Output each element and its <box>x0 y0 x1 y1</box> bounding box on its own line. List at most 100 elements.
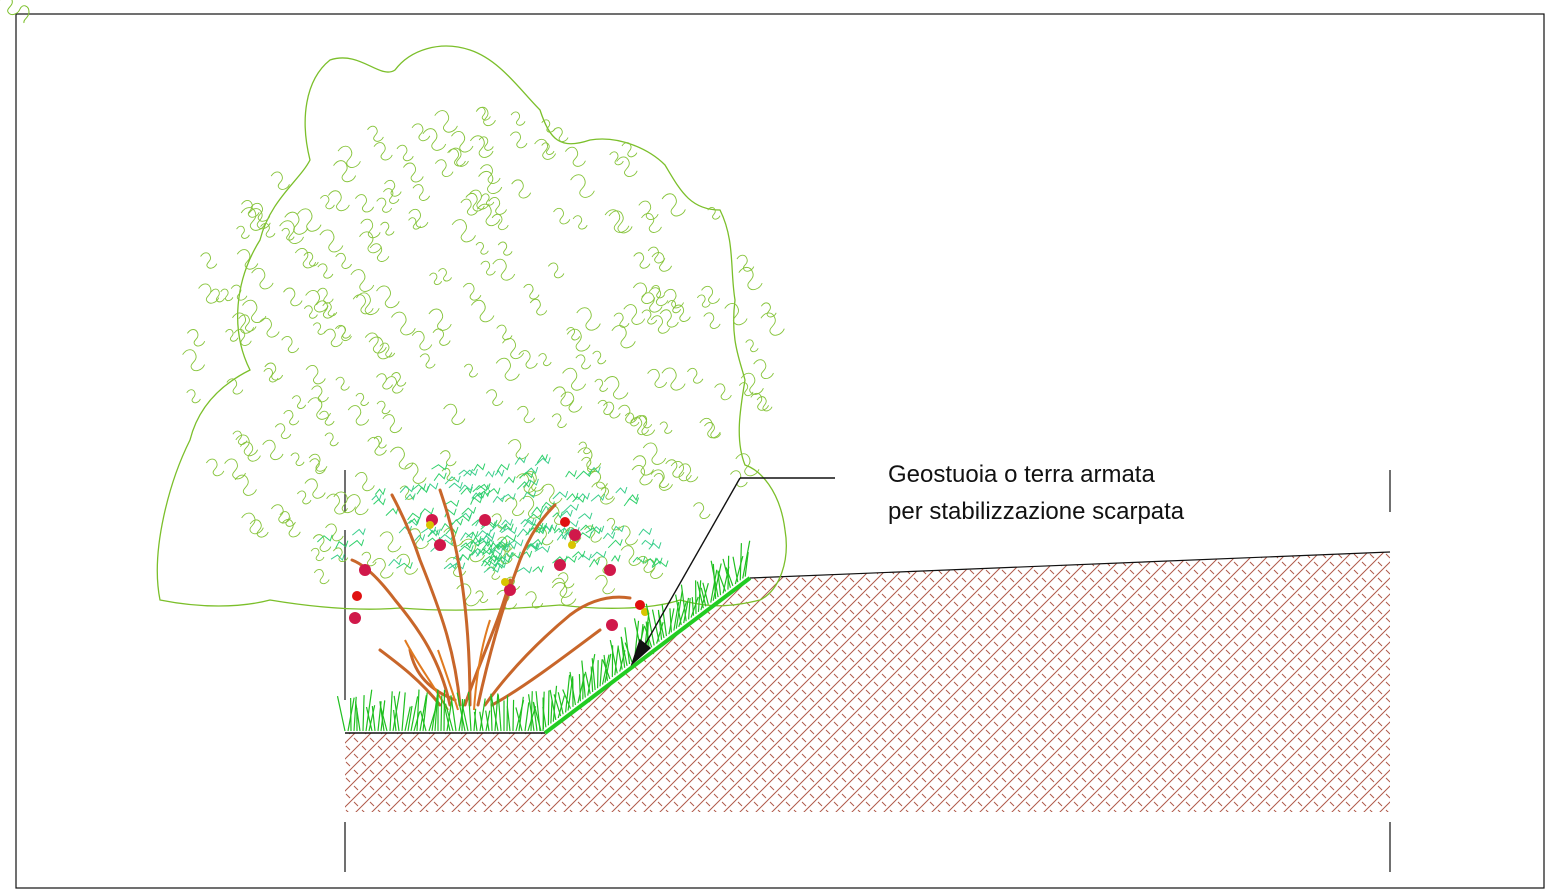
shrub-leaf <box>443 499 460 507</box>
canopy-squiggle <box>753 359 774 380</box>
grass-blade <box>410 696 419 732</box>
canopy-squiggle <box>463 363 479 378</box>
shrub-leaf <box>602 532 616 540</box>
canopy-squiggle <box>641 212 662 233</box>
shrub-leaf <box>448 482 463 490</box>
canopy-squiggle <box>325 523 344 542</box>
canopy-squiggle <box>504 497 525 516</box>
canopy-squiggle <box>502 338 525 360</box>
canopy-squiggle <box>200 252 218 269</box>
canopy-squiggle <box>696 294 711 308</box>
grass-blade <box>680 584 687 622</box>
section-cut-lines <box>344 470 1391 872</box>
tree-canopy-icon <box>0 0 787 611</box>
grass-blade <box>490 696 499 732</box>
shrub-leaf <box>585 527 602 535</box>
shrub-leaf <box>335 540 349 549</box>
canopy-squiggle <box>319 229 344 253</box>
grass-blade <box>542 706 547 728</box>
shrub-leaf <box>460 541 473 549</box>
shrub-leaf <box>571 550 586 558</box>
grass-blade <box>379 701 385 732</box>
canopy-squiggle <box>236 249 259 270</box>
grass-blade <box>620 636 628 667</box>
canopy-squiggle <box>650 315 671 334</box>
canopy-squiggle <box>399 485 415 500</box>
canopy-squiggle <box>389 446 414 470</box>
canopy-squiggle <box>305 364 326 385</box>
fruit-yellow <box>501 578 509 586</box>
shrub-leaf <box>492 561 505 572</box>
canopy-squiggle <box>756 396 773 412</box>
canopy-squiggle <box>551 577 573 598</box>
grass-blade <box>602 659 611 680</box>
canopy-squiggle <box>367 125 384 142</box>
shrub-leaf <box>373 498 386 506</box>
grass-blade <box>518 696 524 732</box>
grass-blade <box>413 711 421 732</box>
grass-blade <box>690 596 699 618</box>
grass-blade <box>678 601 687 628</box>
canopy-squiggle <box>367 436 387 456</box>
shrub-leaf <box>385 507 399 517</box>
shrub-leaf <box>566 492 579 501</box>
canopy-squiggle <box>385 376 404 394</box>
canopy-squiggle <box>391 372 407 387</box>
canopy-squiggle <box>428 308 452 331</box>
canopy-squiggle <box>621 142 638 158</box>
shrub-leaf <box>481 540 494 550</box>
shrub-leaf <box>615 486 628 495</box>
shrub-leaf <box>519 471 534 479</box>
canopy-squiggle <box>578 441 592 455</box>
canopy-squiggle <box>403 162 424 183</box>
shrub-leaf <box>460 486 473 495</box>
canopy-squiggle <box>707 206 721 220</box>
canopy-squiggle <box>562 367 587 391</box>
canopy-squiggle <box>661 193 686 217</box>
grass-blade <box>377 701 382 732</box>
canopy-squiggle <box>468 189 490 210</box>
canopy-squiggle <box>620 545 643 566</box>
shrub-leaf <box>455 514 472 522</box>
shrub-leaf <box>481 559 493 567</box>
canopy-squiggle <box>584 525 602 543</box>
canopy-squiggle <box>312 534 332 552</box>
grass-blade <box>596 660 599 689</box>
canopy-squiggle <box>659 421 673 434</box>
shrub-leaf <box>352 528 366 536</box>
canopy-squiggle <box>566 328 591 352</box>
canopy-squiggle <box>283 287 303 307</box>
canopy-squiggle <box>226 378 244 395</box>
canopy-squiggle <box>309 458 326 475</box>
shrub-leaf <box>532 565 544 574</box>
shrub-leaf <box>374 488 386 496</box>
flower <box>604 564 616 576</box>
canopy-squiggle <box>624 412 640 427</box>
canopy-squiggle <box>396 553 419 575</box>
canopy-squiggle <box>475 106 496 127</box>
grass-blade <box>725 567 734 587</box>
canopy-squiggle <box>570 174 595 198</box>
canopy-squiggle <box>518 350 538 369</box>
shrub-leaf <box>426 482 439 492</box>
grass-blade <box>675 590 683 629</box>
canopy-squiggle <box>443 403 466 425</box>
canopy-squiggle <box>224 458 246 480</box>
canopy-squiggle <box>182 349 205 372</box>
shrub-leaf <box>516 480 532 490</box>
grass-blade <box>467 691 472 732</box>
canopy-squiggle <box>198 283 220 304</box>
grass-blade <box>461 705 469 732</box>
canopy-squiggle <box>651 252 673 272</box>
canopy-squiggle <box>447 148 466 167</box>
shrub-leaf <box>590 493 606 502</box>
shrub-leaf <box>444 475 461 485</box>
shrub-leaf <box>632 556 646 564</box>
canopy-squiggle <box>439 450 457 467</box>
shrub-leaf <box>477 489 491 498</box>
canopy-squiggle <box>701 285 720 304</box>
shrub-leaf <box>445 526 459 535</box>
shrub-leaf <box>405 519 419 527</box>
canopy-squiggle <box>379 342 396 358</box>
canopy-squiggle <box>740 372 764 395</box>
